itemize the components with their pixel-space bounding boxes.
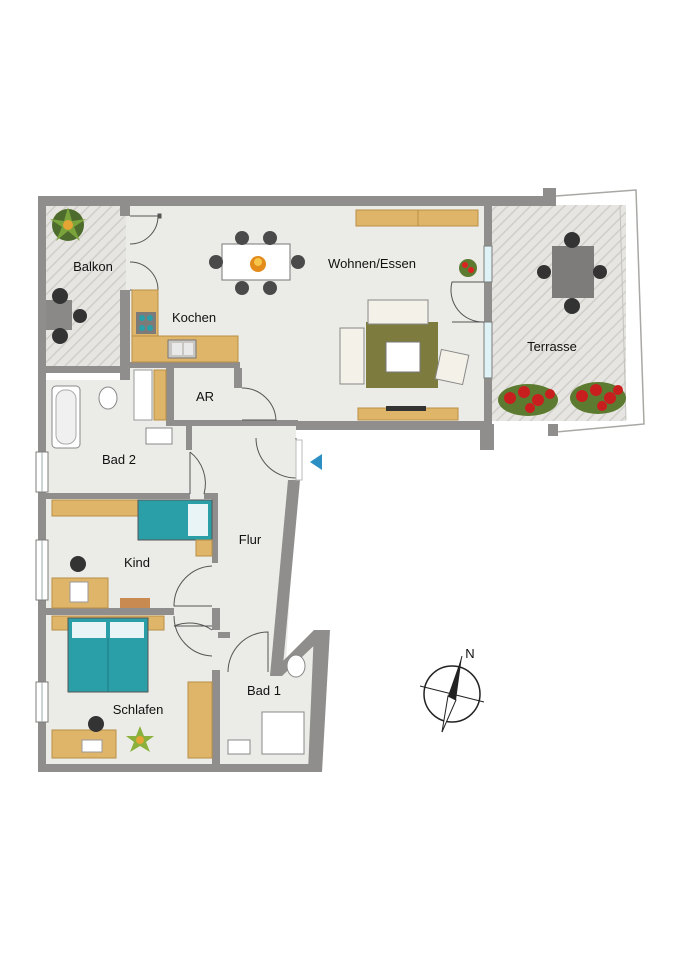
wardrobe: [187, 681, 213, 759]
room-label-schlafen: Schlafen: [113, 702, 164, 717]
wohnen-sideboard: [355, 209, 479, 227]
balkon-table-set: [46, 288, 87, 344]
terrasse-flowers-right-icon: [570, 382, 626, 414]
door-terrasse: [450, 281, 485, 323]
room-label-flur: Flur: [239, 532, 262, 547]
door-kind: [173, 565, 213, 607]
door-entry: [255, 437, 297, 479]
kind-desk: [51, 556, 109, 609]
door-bad2: [189, 451, 206, 495]
armchair-right: [434, 348, 470, 386]
terrasse-railing: [555, 189, 645, 433]
washbasin-bad2-icon: [145, 427, 173, 445]
double-bed: [67, 617, 149, 693]
entry-threshold: [295, 439, 303, 481]
room-label-ar: AR: [196, 389, 214, 404]
tv-board: [357, 406, 459, 421]
room-label-bad1: Bad 1: [247, 683, 281, 698]
sofa-top: [367, 299, 429, 325]
sink-icon: [167, 339, 197, 359]
washbasin-bad1-icon: [227, 739, 251, 755]
window-bad2: [35, 451, 49, 493]
kind-bed: [137, 499, 213, 557]
window-schlafen: [35, 681, 49, 723]
stove-icon: [136, 312, 156, 334]
room-label-kind: Kind: [124, 555, 150, 570]
room-label-terrasse: Terrasse: [527, 339, 577, 354]
terrasse-table-set: [537, 232, 607, 314]
room-label-kochen: Kochen: [172, 310, 216, 325]
room-labels: Balkon Wohnen/Essen Kochen Terrasse AR B…: [73, 256, 577, 717]
balkon-plant-icon: [50, 207, 86, 241]
window-wohnen-upper: [483, 245, 493, 283]
kind-box: [120, 598, 150, 608]
shower-tray: [261, 711, 305, 755]
schlafen-desk: [51, 716, 117, 759]
kind-shelf: [51, 499, 139, 517]
toilet-bad2-icon: [98, 386, 118, 410]
ar-shelf: [133, 369, 153, 421]
coffee-table: [385, 341, 421, 373]
schlafen-plant-icon: [126, 726, 154, 752]
compass-icon: N: [419, 646, 485, 733]
room-label-balkon: Balkon: [73, 259, 113, 274]
room-label-wohnen: Wohnen/Essen: [328, 256, 416, 271]
room-label-bad2: Bad 2: [102, 452, 136, 467]
dining-set: [209, 231, 305, 295]
door-balkon: [129, 213, 162, 291]
wohnen-plant-icon: [459, 259, 477, 277]
toilet-bad1-icon: [286, 654, 306, 678]
compass-north-label: N: [465, 646, 474, 661]
sofa-left: [339, 327, 365, 385]
door-bad1: [227, 631, 269, 673]
terrasse-flowers-left-icon: [498, 384, 558, 416]
bathtub-icon: [51, 385, 81, 449]
door-schlafen: [173, 615, 213, 657]
doors: [129, 213, 485, 673]
door-ar: [241, 387, 277, 421]
ar-cupboard: [153, 369, 167, 421]
windows: [35, 245, 493, 723]
entry-arrow-icon: [310, 454, 322, 470]
lounge-set: [339, 299, 470, 388]
window-wohnen-lower: [483, 321, 493, 379]
terrasse-railing-inner: [619, 204, 627, 421]
window-kind: [35, 539, 49, 601]
